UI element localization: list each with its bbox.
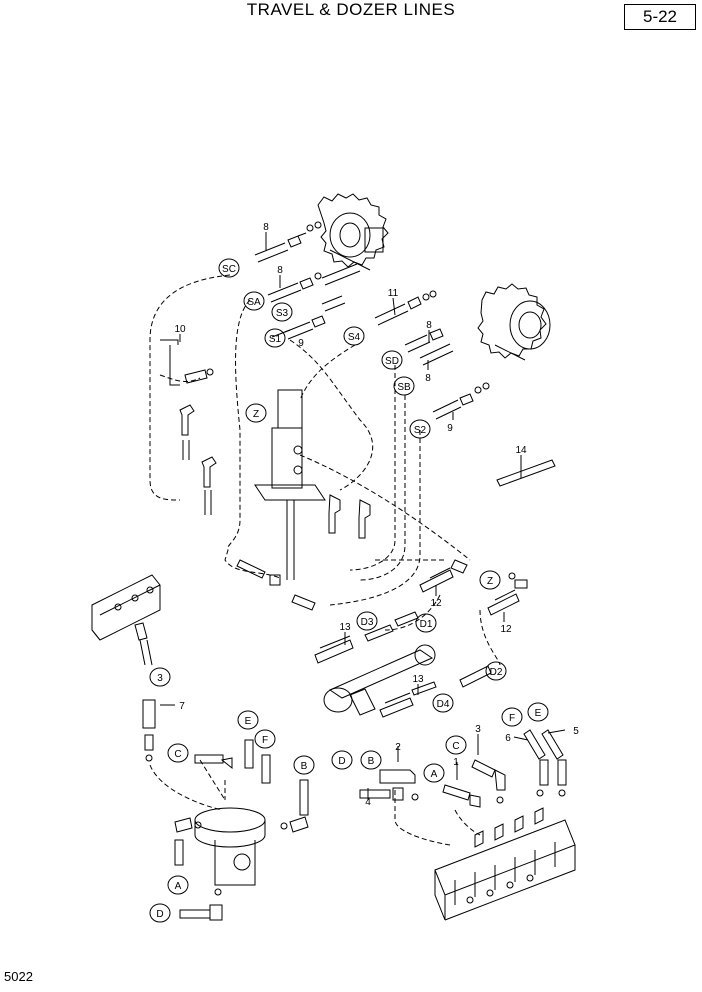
port-label-f-right [501, 707, 523, 727]
port-label-s1 [264, 328, 286, 348]
port-text-s1: S1 [269, 334, 282, 345]
port-text-s4: S4 [348, 332, 361, 343]
part-no-6: 6 [505, 733, 511, 744]
part-no-2: 2 [395, 742, 401, 753]
port-label-a-left [167, 875, 189, 895]
port-text-c-left: C [174, 749, 181, 760]
port-label-d2 [485, 661, 507, 681]
port-text-z-right: Z [487, 576, 493, 587]
port-text-b-right: B [368, 756, 375, 767]
port-text-c-right: C [452, 741, 459, 752]
port-label-sb [393, 376, 415, 396]
part-no-3-a: 3 [157, 673, 163, 684]
port-text-d2: D2 [490, 667, 503, 678]
port-label-b-right [360, 750, 382, 770]
part-no-11: 11 [388, 288, 399, 299]
part-no-8-a: 8 [263, 222, 269, 233]
port-label-d1 [415, 613, 437, 633]
port-label-f-left [254, 729, 276, 749]
port-label-d-left [149, 903, 171, 923]
dozer-cylinder [314, 611, 492, 718]
port-text-d-left: D [156, 909, 163, 920]
port-text-e-left: E [245, 716, 252, 727]
port-label-d3 [356, 611, 378, 631]
port-label-z-right [479, 570, 501, 590]
port-text-sa: SA [247, 297, 261, 308]
part-no-13-a: 13 [339, 622, 351, 633]
part-no-12-b: 12 [500, 624, 512, 635]
port-label-sa [243, 291, 265, 311]
port-label-c-right [445, 735, 467, 755]
part-no-9-b: 9 [447, 423, 453, 434]
port-text-d3: D3 [361, 617, 374, 628]
port-text-e-right: E [535, 708, 542, 719]
port-text-z-swivel: Z [253, 409, 259, 420]
port-text-d4: D4 [437, 699, 450, 710]
part-circle-3 [149, 667, 171, 687]
travel-motor-left [317, 193, 389, 271]
port-label-d4 [432, 693, 454, 713]
port-label-c-left [167, 743, 189, 763]
port-label-sc [218, 258, 240, 278]
part-no-13-b: 13 [412, 674, 424, 685]
part-no-10: 10 [174, 324, 186, 335]
junction-block [91, 574, 161, 762]
port-text-f-right: F [509, 713, 515, 724]
port-text-sd: SD [385, 356, 399, 367]
part-no-3-b: 3 [475, 724, 481, 735]
port-text-a-left: A [175, 881, 182, 892]
port-label-circles [149, 258, 549, 923]
port-label-d-right [331, 750, 353, 770]
port-label-sd [381, 350, 403, 370]
port-text-d-right: D [338, 756, 345, 767]
port-label-s4 [343, 326, 365, 346]
part-no-7: 7 [179, 701, 185, 712]
port-label-texts: SC SA S3 S1 S4 SD SB S2 Z Z D3 D1 D2 D4 … [156, 264, 541, 920]
part-no-5: 5 [573, 726, 579, 737]
port-text-sb: SB [397, 382, 411, 393]
center-swivel-joint [254, 389, 326, 580]
figure-code: 5022 [4, 969, 33, 984]
port-text-s2: S2 [414, 425, 427, 436]
part-no-8-d: 8 [425, 373, 431, 384]
shuttle-valve-block [174, 739, 309, 921]
port-label-s2 [409, 419, 431, 439]
main-control-valve [359, 729, 576, 921]
page-number-box: 5-22 [624, 4, 696, 30]
port-text-b-left: B [301, 761, 308, 772]
fittings [160, 221, 556, 616]
part-no-9-a: 9 [298, 338, 304, 349]
part-no-1: 1 [453, 757, 459, 768]
hose-routes [149, 274, 501, 846]
part-no-8-b: 8 [277, 265, 283, 276]
port-label-a-right [423, 763, 445, 783]
port-label-s3 [271, 302, 293, 322]
port-text-a-right: A [431, 769, 438, 780]
leader-lines [160, 232, 566, 800]
part-no-12-a: 12 [430, 598, 442, 609]
part-no-4: 4 [365, 797, 371, 808]
port-label-b-left [293, 755, 315, 775]
part-no-8-c: 8 [426, 320, 432, 331]
port-text-d1: D1 [420, 619, 433, 630]
port-text-sc: SC [222, 264, 236, 275]
port-label-e-left [237, 710, 259, 730]
port-text-f-left: F [262, 735, 268, 746]
travel-motor-right [477, 283, 551, 361]
port-text-s3: S3 [276, 308, 289, 319]
port-label-z-swivel [245, 403, 267, 423]
page-title: TRAVEL & DOZER LINES [246, 0, 456, 19]
part-no-14: 14 [515, 445, 527, 456]
part-number-texts: 8 8 11 8 8 10 9 9 14 12 12 13 13 3 7 2 3… [157, 222, 579, 808]
port-label-e-right [527, 702, 549, 722]
